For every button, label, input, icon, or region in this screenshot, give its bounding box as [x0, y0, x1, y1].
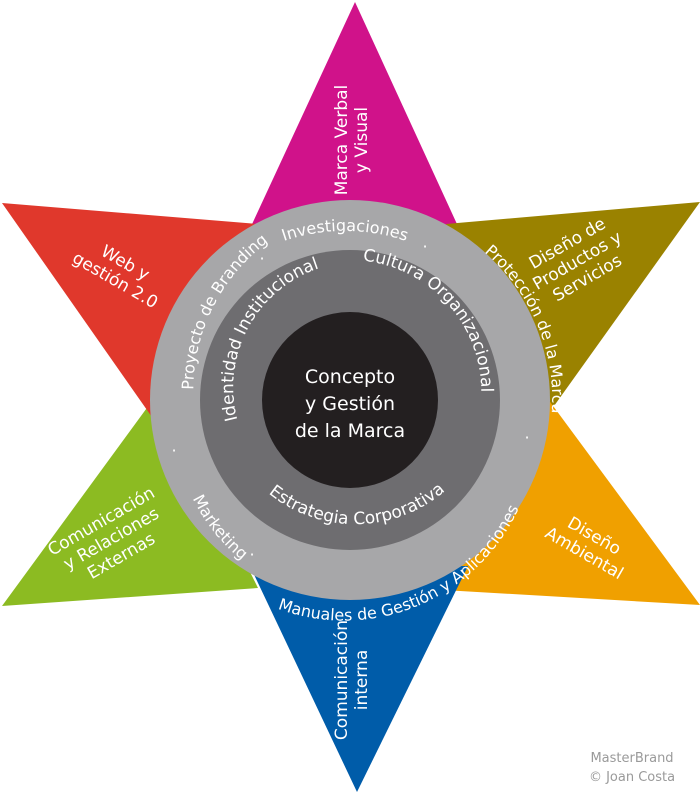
separator-dot: ·: [422, 237, 427, 256]
star-point-upper-left: [2, 203, 258, 420]
separator-dot: ·: [249, 545, 254, 564]
center-circle: [262, 312, 438, 488]
credit-line-1: MasterBrand: [590, 751, 673, 766]
point-bottom-line-2: interna: [352, 650, 372, 711]
center-label: Concepto y Gestión de la Marca: [295, 366, 405, 442]
star-point-bottom: [250, 566, 468, 792]
point-label-bottom: Comunicación interna: [332, 620, 372, 740]
separator-dot: ·: [259, 249, 264, 268]
star-point-lower-right: [443, 395, 700, 605]
point-top-line-1: Marca Verbal: [332, 85, 352, 196]
credit-line-2: © Joan Costa: [589, 770, 675, 785]
point-bottom-line-1: Comunicación: [332, 620, 352, 740]
center-line-1: Concepto: [305, 366, 395, 388]
star-point-upper-right: [446, 202, 700, 420]
separator-dot: ·: [524, 428, 529, 447]
separator-dot: ·: [171, 441, 176, 460]
star-point-top: [247, 2, 462, 235]
center-line-3: de la Marca: [295, 420, 405, 442]
center-line-2: y Gestión: [305, 393, 395, 415]
point-top-line-2: y Visual: [352, 107, 372, 173]
star-point-lower-left: [2, 390, 258, 606]
ring-separators: · · · · ·: [171, 237, 529, 564]
point-label-top: Marca Verbal y Visual: [332, 85, 372, 196]
